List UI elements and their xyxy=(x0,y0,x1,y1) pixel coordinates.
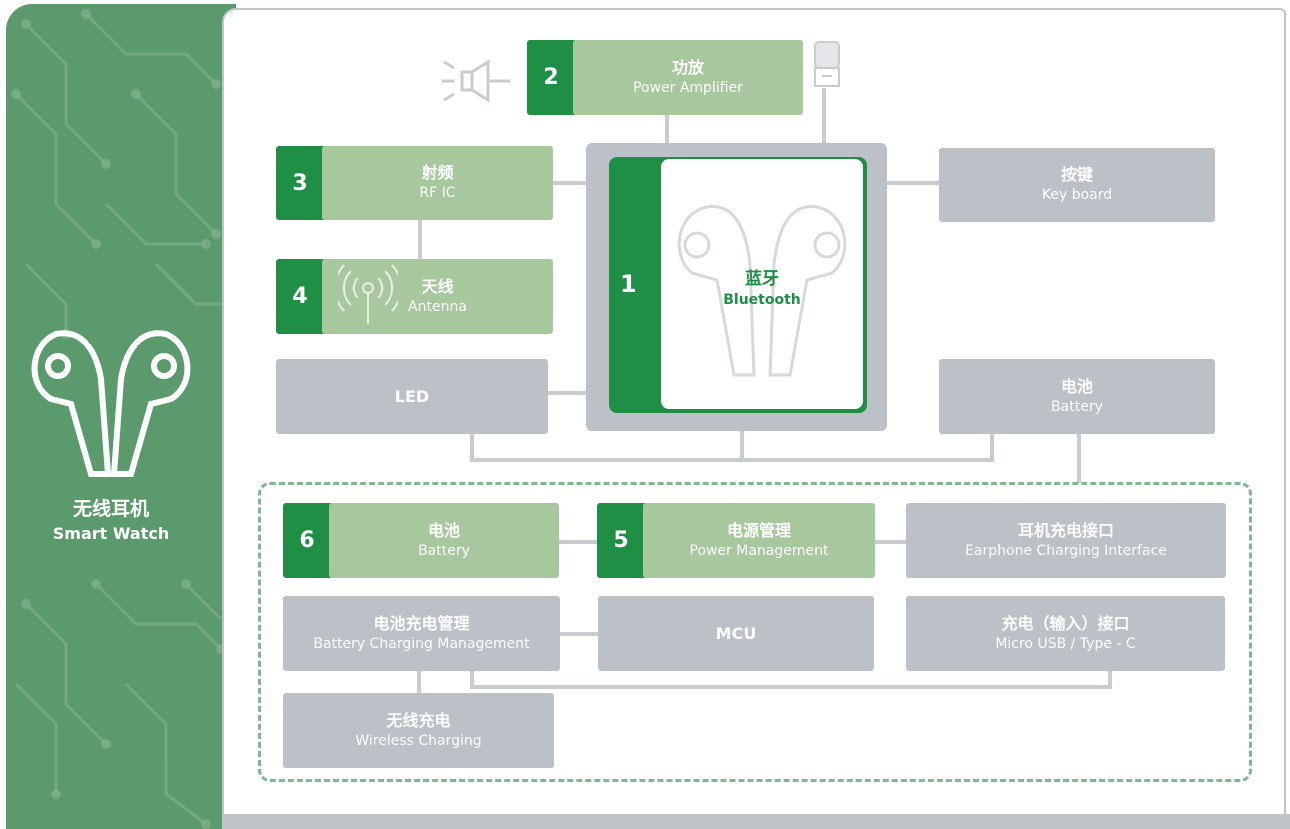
battery-charging-mgmt-block: 电池充电管理 Battery Charging Management xyxy=(283,596,560,671)
earphone-charge-zh: 耳机充电接口 xyxy=(1017,520,1114,540)
power-subsystem-group xyxy=(258,482,1252,782)
bottom-bar xyxy=(222,814,1290,829)
mcu-label: MCU xyxy=(715,624,757,643)
wireless-charge-zh: 无线充电 xyxy=(386,710,451,730)
charge-input-zh: 充电（输入）接口 xyxy=(1001,613,1130,633)
mcu-block: MCU xyxy=(598,596,874,671)
circuit-pattern xyxy=(11,9,231,829)
earphones-icon xyxy=(31,330,191,477)
bluetooth-zh: 蓝牙 xyxy=(745,269,779,289)
connector xyxy=(558,632,600,636)
connector xyxy=(418,220,422,260)
rf-en: RF IC xyxy=(419,185,456,201)
antenna-en: Antenna xyxy=(408,298,467,315)
led-block: LED xyxy=(276,359,548,434)
battery-top-zh: 电池 xyxy=(1060,376,1093,396)
power-amp-en: Power Amplifier xyxy=(633,79,743,96)
bluetooth-en: Bluetooth xyxy=(723,292,801,308)
keyboard-en: Key board xyxy=(1041,187,1113,203)
battery-top-en: Battery xyxy=(1051,398,1103,415)
connector xyxy=(547,391,587,395)
earphone-charge-en: Earphone Charging Interface xyxy=(965,542,1167,559)
connector xyxy=(740,430,744,461)
connector xyxy=(990,433,994,461)
power-amp-zh: 功放 xyxy=(671,57,704,77)
block-num-3: 3 xyxy=(276,146,324,220)
sidebar-subtitle: Smart Watch xyxy=(52,524,170,543)
power-management-block: 电源管理 Power Management xyxy=(643,503,875,578)
connector xyxy=(470,685,1112,689)
connector xyxy=(552,181,588,185)
sidebar: 无线耳机 Smart Watch xyxy=(6,4,236,829)
wireless-charge-en: Wireless Charging xyxy=(355,732,482,749)
batt-charge-zh: 电池充电管理 xyxy=(373,613,470,633)
sidebar-title: 无线耳机 xyxy=(72,498,149,520)
bluetooth-panel xyxy=(661,159,863,409)
battery-zh: 电池 xyxy=(427,520,460,540)
block-num-6: 6 xyxy=(283,503,331,578)
rf-ic-block: 射频 RF IC xyxy=(322,146,553,220)
earphones-icon xyxy=(677,205,847,377)
power-mgmt-en: Power Management xyxy=(689,542,829,559)
wireless-charging-block: 无线充电 Wireless Charging xyxy=(283,693,554,768)
antenna-icon xyxy=(338,264,398,324)
connector xyxy=(875,540,907,544)
connector xyxy=(558,540,598,544)
microphone-icon xyxy=(814,41,840,87)
block-num-1: 1 xyxy=(620,270,637,298)
antenna-zh: 天线 xyxy=(421,276,454,296)
antenna-block: 天线 Antenna xyxy=(322,259,553,334)
connector xyxy=(470,670,474,688)
battery-block: 电池 Battery xyxy=(329,503,559,578)
speaker-icon xyxy=(442,59,510,103)
block-num-4: 4 xyxy=(276,259,324,334)
connector xyxy=(470,458,994,462)
led-label: LED xyxy=(394,387,430,406)
battery-en: Battery xyxy=(418,542,470,559)
connector xyxy=(1108,670,1112,688)
earphone-charging-block: 耳机充电接口 Earphone Charging Interface xyxy=(906,503,1226,578)
batt-charge-en: Battery Charging Management xyxy=(313,635,530,652)
connector xyxy=(470,433,474,461)
keyboard-zh: 按键 xyxy=(1060,165,1093,184)
connector xyxy=(417,670,421,695)
battery-top-block: 电池 Battery xyxy=(939,359,1215,434)
power-mgmt-zh: 电源管理 xyxy=(726,520,791,540)
keyboard-block: 按键 Key board xyxy=(939,148,1215,222)
charge-input-en: Micro USB / Type - C xyxy=(995,635,1136,652)
block-num-5: 5 xyxy=(597,503,645,578)
connector xyxy=(822,88,826,144)
power-amplifier-block: 功放 Power Amplifier xyxy=(573,40,803,115)
connector xyxy=(665,114,669,144)
connector xyxy=(1077,433,1081,483)
block-num-2: 2 xyxy=(527,40,575,115)
connector xyxy=(886,181,940,185)
rf-zh: 射频 xyxy=(421,163,454,182)
charge-input-block: 充电（输入）接口 Micro USB / Type - C xyxy=(906,596,1225,671)
